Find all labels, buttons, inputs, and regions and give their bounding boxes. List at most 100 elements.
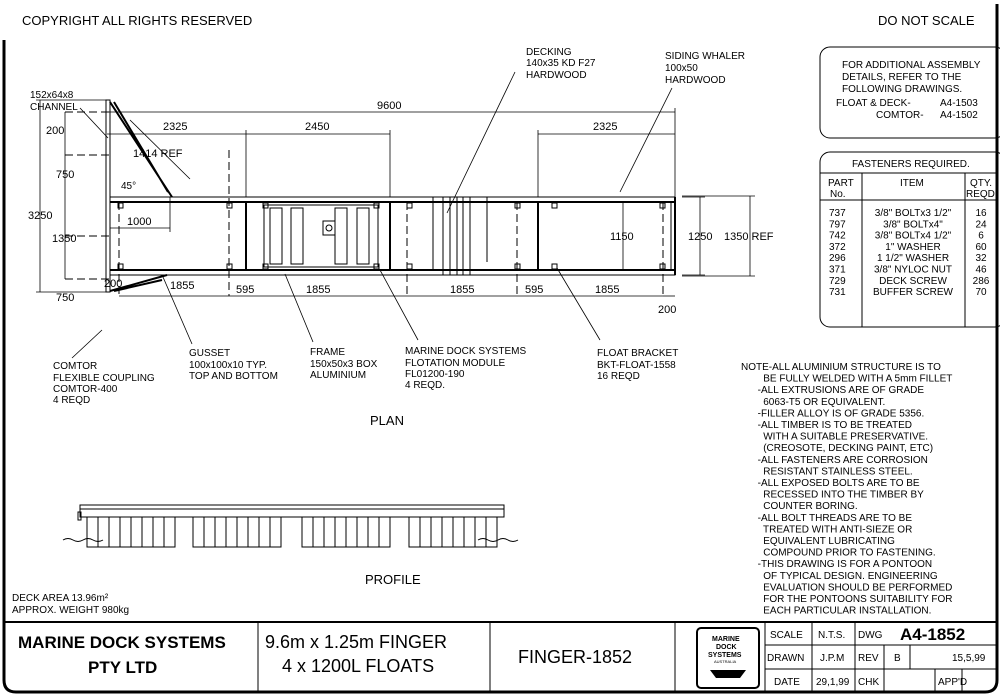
do-not-scale-text: DO NOT SCALE	[878, 13, 975, 28]
part-number: 372	[829, 242, 846, 253]
title-block-appd-label-text: APP'D	[938, 677, 967, 688]
flotation-module	[263, 204, 379, 268]
qty: 286	[973, 276, 990, 287]
profile-float	[192, 516, 282, 548]
item-name: 3/8" BOLTx4"	[883, 219, 943, 230]
gusset-top	[109, 101, 173, 198]
note-line: 6063-T5 OR EQUIVALENT.	[741, 397, 885, 408]
plan-callouts-module-1-text: FLOTATION MODULE	[405, 358, 506, 369]
plan-callouts-channel-0-text: 152x64x8	[30, 90, 74, 101]
title-block-drawn-text: J.P.M	[820, 653, 844, 664]
item-name: 3/8" NYLOC NUT	[874, 265, 952, 276]
plan-callouts-decking-1-text: 140x35 KD F27	[526, 58, 596, 69]
plan-callouts-decking-0-text: DECKING	[526, 47, 572, 58]
qty: 46	[975, 265, 987, 276]
decking-hatch	[432, 197, 488, 275]
plan-dimensions-angle-text: 45°	[121, 181, 136, 192]
plan-callouts-frame-1-text: 150x50x3 BOX	[310, 359, 378, 370]
sheet-border	[2, 4, 999, 694]
item-name: 1" WASHER	[885, 242, 940, 253]
plan-dimensions-diag-text: 1414 REF	[133, 148, 183, 160]
assembly-reference-box: FOR ADDITIONAL ASSEMBLY DETAILS, REFER T…	[819, 46, 1000, 139]
plan-view: 9600 2325 2450 2325 1414 REF 45° 1000 20…	[28, 47, 774, 428]
plan-dimensions-left-bay-text: 2325	[163, 121, 187, 133]
plan-callouts-module-2-text: FL01200-190	[405, 369, 465, 380]
profile-title: PROFILE	[365, 572, 421, 587]
plan-dimensions-width-ref-text: 1350 REF	[724, 231, 774, 243]
plan-callouts-frame-2-text: ALUMINIUM	[310, 370, 366, 381]
title-block-logo-1-text: DOCK	[716, 644, 737, 651]
company-name: MARINE DOCK SYSTEMS	[18, 633, 226, 652]
dimension-lines	[36, 99, 755, 297]
note-line: RECESSED INTO THE TIMBER BY	[741, 490, 924, 501]
title-block-scale-text: N.T.S.	[818, 630, 845, 641]
plan-dimensions-left-mid-text: 1350	[52, 233, 76, 245]
profile-float	[301, 516, 391, 548]
qty: 16	[975, 208, 987, 219]
plan-title: PLAN	[370, 413, 404, 428]
plan-callouts-whaler-2-text: HARDWOOD	[665, 75, 726, 86]
note-line: -ALL EXPOSED BOLTS ARE TO BE	[741, 478, 920, 489]
part-number: 797	[829, 219, 846, 230]
fasteners-headers-part-1-text: No.	[830, 189, 846, 200]
title-block-description-1-text: 4 x 1200L FLOATS	[282, 656, 434, 676]
plan-dimensions-left-top-text: 750	[56, 169, 74, 181]
qty: 6	[978, 231, 984, 242]
title-block-dwg-label-text: DWG	[858, 630, 883, 641]
note-line: (CREOSOTE, DECKING PAINT, ETC)	[741, 443, 933, 454]
title-block-company-1-text: PTY LTD	[88, 658, 157, 677]
title-block-rev-date-text: 15,5,99	[952, 653, 986, 664]
item-name: 3/8" BOLTx3 1/2"	[875, 208, 952, 219]
fasteners-headers-part-0-text: PART	[828, 178, 854, 189]
profile-float	[408, 516, 498, 548]
note-line: EVALUATION SHOULD BE PERFORMED	[741, 582, 952, 593]
plan-callouts-comtor-0-text: COMTOR	[53, 361, 97, 372]
note-line: BE FULLY WELDED WITH A 5mm FILLET	[741, 374, 952, 385]
plan-dimensions-float-4-text: 1855	[595, 284, 619, 296]
plan-callouts-comtor-3-text: 4 REQD	[53, 395, 90, 406]
fastener-row: 371 3/8" NYLOC NUT 46	[829, 265, 987, 276]
qty: 70	[975, 287, 987, 298]
assembly-refs-0-label-text: FLOAT & DECK-	[836, 98, 911, 109]
title-block-rev-text: B	[894, 653, 901, 664]
note-line: FOR THE PONTOONS SUITABILITY FOR	[741, 594, 953, 605]
plan-dimensions-gap-2-text: 595	[525, 284, 543, 296]
plan-dimensions-left-bot-text: 750	[56, 292, 74, 304]
title-block-logo-3-text: AUSTRALIA	[714, 659, 737, 664]
item-name: 3/8" BOLTx4 1/2"	[875, 231, 952, 242]
plan-callouts-bracket-2-text: 16 REQD	[597, 371, 640, 382]
plan-callouts-decking-2-text: HARDWOOD	[526, 70, 587, 81]
note-line: EQUIVALENT LUBRICATING	[741, 536, 895, 547]
general-notes: NOTE-ALL ALUMINIUM STRUCTURE IS TO BE FU…	[741, 362, 953, 617]
note-line: OF TYPICAL DESIGN. ENGINEERING	[741, 571, 938, 582]
water-line	[62, 538, 519, 542]
plan-callouts-whaler-0-text: SIDING WHALER	[665, 51, 745, 62]
part-number: 371	[829, 265, 846, 276]
plan-dimensions-left-200-text: 200	[104, 278, 122, 290]
qty: 24	[975, 219, 987, 230]
assembly-lines-2-text: FOLLOWING DRAWINGS.	[842, 84, 962, 95]
note-line: WITH A SUITABLE PRESERVATIVE.	[741, 432, 928, 443]
company-logo: MARINE DOCK SYSTEMS AUSTRALIA	[696, 627, 760, 689]
drawing-number: A4-1852	[900, 625, 965, 644]
plan-callouts-bracket-1-text: BKT-FLOAT-1558	[597, 360, 676, 371]
profile-float	[86, 516, 176, 548]
plan-dimensions-mid-bay-text: 2450	[305, 121, 329, 133]
title-block-scale-label-text: SCALE	[770, 630, 803, 641]
assembly-lines-1-text: DETAILS, REFER TO THE	[842, 72, 962, 83]
fasteners-headers-qty-1-text: REQD	[966, 189, 995, 200]
fasteners-headers-item-text: ITEM	[900, 178, 924, 189]
title-block-logo-2-text: SYSTEMS	[708, 652, 742, 659]
plan-dimensions-float-1-text: 1855	[170, 280, 194, 292]
approx-weight: APPROX. WEIGHT 980kg	[12, 605, 129, 616]
assembly-refs-0-dwg-text: A4-1503	[940, 98, 978, 109]
